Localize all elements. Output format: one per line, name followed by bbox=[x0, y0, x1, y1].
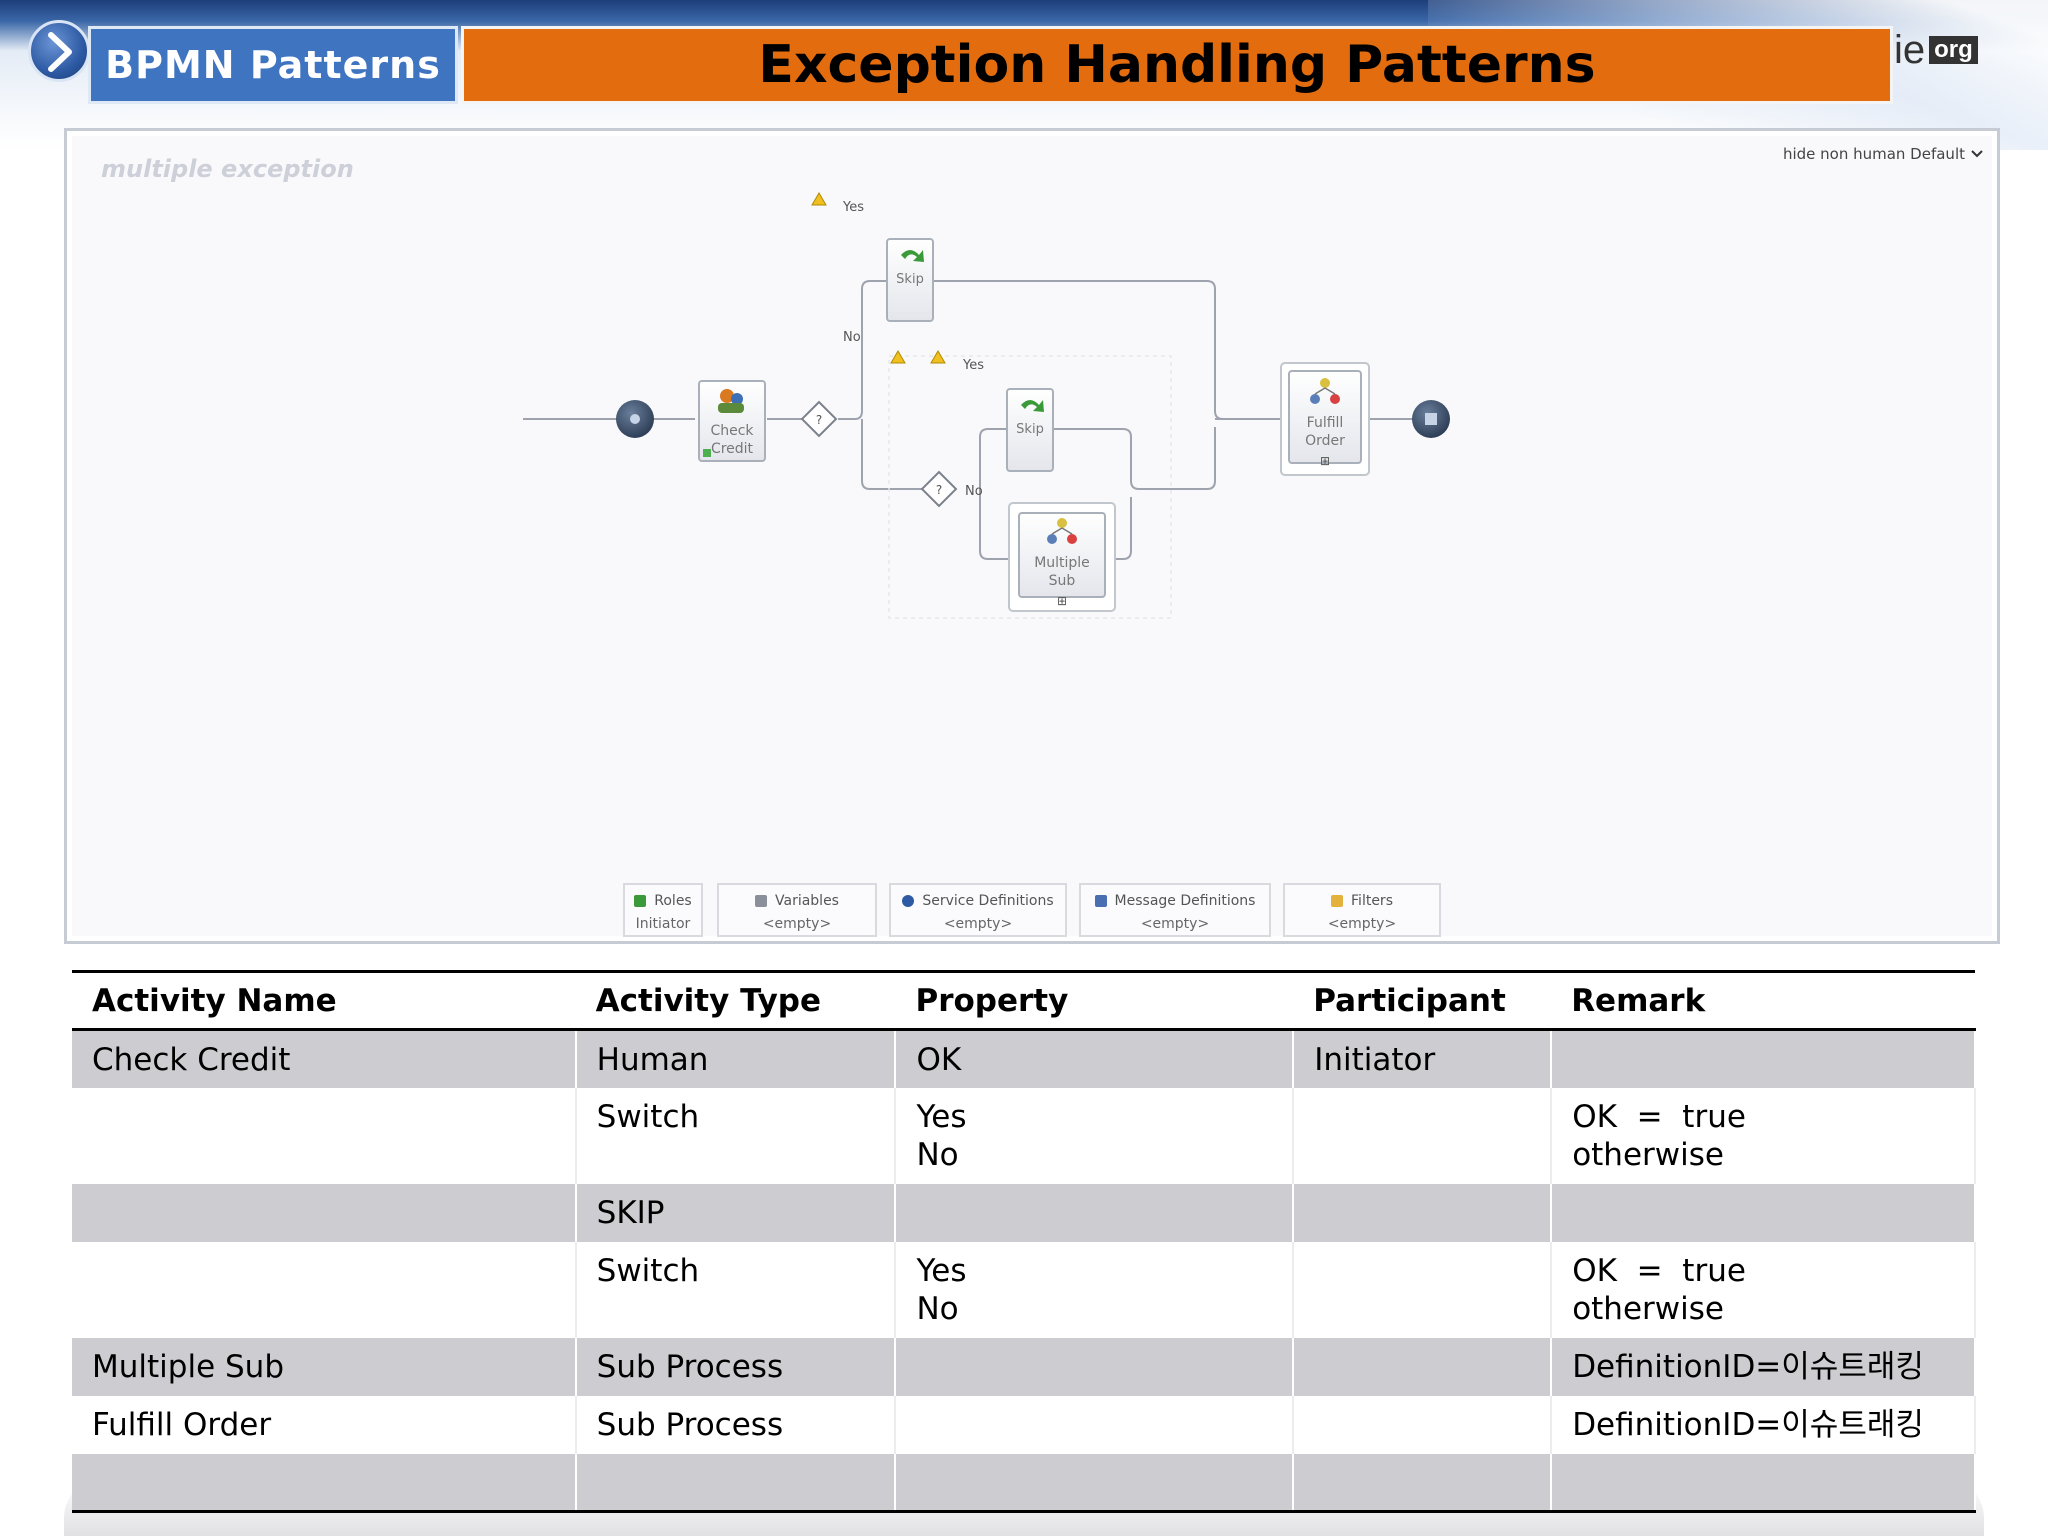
skip-arrow-icon bbox=[1021, 400, 1044, 412]
message-icon bbox=[1094, 895, 1107, 907]
table-row: Fulfill Order Sub Process DefinitionID=이… bbox=[72, 1395, 1976, 1454]
col-header-activity-type: Activity Type bbox=[575, 970, 896, 1031]
gateway-1[interactable]: ? bbox=[800, 400, 838, 438]
logo-badge: org bbox=[1929, 36, 1978, 64]
task-fulfill-order[interactable]: Fulfill Order ⊞ bbox=[1280, 362, 1370, 476]
service-icon bbox=[902, 895, 915, 907]
activity-table: Activity Name Activity Type Property Par… bbox=[72, 970, 1976, 1512]
user-icon bbox=[718, 389, 744, 413]
svg-text:⊞: ⊞ bbox=[1320, 454, 1330, 468]
warning-icon bbox=[811, 192, 827, 206]
process-name: multiple exception bbox=[101, 155, 354, 183]
service-definitions-value: <empty> bbox=[943, 916, 1013, 932]
filter-icon bbox=[1331, 895, 1344, 907]
message-definitions-value: <empty> bbox=[1140, 916, 1210, 932]
end-event[interactable] bbox=[1412, 400, 1450, 438]
process-diagram: Check Credit ? Yes No Skip bbox=[523, 192, 1450, 619]
section-label: BPMN Patterns bbox=[88, 26, 458, 104]
svg-text:Check: Check bbox=[710, 423, 754, 439]
edge-label-no: No bbox=[843, 330, 861, 345]
chevron-right-icon[interactable] bbox=[28, 20, 90, 82]
svg-text:⊞: ⊞ bbox=[1057, 594, 1067, 608]
flow-multi-out bbox=[1105, 497, 1132, 560]
svg-text:Order: Order bbox=[1305, 433, 1345, 449]
svg-text:Skip: Skip bbox=[1016, 422, 1044, 437]
service-definitions-panel[interactable]: Service Definitions <empty> bbox=[889, 883, 1067, 937]
table-row bbox=[72, 1453, 1976, 1512]
flow-skip-top-out bbox=[933, 280, 1224, 420]
edge-label-yes: Yes bbox=[842, 200, 864, 215]
start-event[interactable] bbox=[616, 400, 654, 438]
table-bottom-rule bbox=[72, 1510, 1976, 1513]
table-header-row: Activity Name Activity Type Property Par… bbox=[72, 970, 1975, 1031]
col-header-activity-name: Activity Name bbox=[72, 970, 576, 1031]
filters-panel[interactable]: Filters <empty> bbox=[1283, 883, 1441, 937]
svg-text:Fulfill: Fulfill bbox=[1307, 415, 1344, 431]
svg-text:Multiple: Multiple bbox=[1034, 555, 1090, 571]
process-designer-canvas[interactable]: multiple exception hide non human Defaul… bbox=[64, 128, 2000, 944]
task-multiple-sub[interactable]: Multiple Sub ⊞ bbox=[1008, 502, 1116, 612]
message-definitions-panel[interactable]: Message Definitions <empty> bbox=[1079, 883, 1271, 937]
table-row: Check Credit Human OK Initiator bbox=[72, 1029, 1976, 1088]
table-row: Multiple Sub Sub Process DefinitionID=이슈… bbox=[72, 1337, 1976, 1396]
flow-gw2-no bbox=[979, 489, 1017, 560]
filters-value: <empty> bbox=[1327, 916, 1397, 932]
chevron-down-icon bbox=[1971, 150, 1983, 158]
edge-label-yes: Yes bbox=[962, 358, 984, 373]
task-skip-mid[interactable]: Skip bbox=[1006, 388, 1054, 472]
view-filter-dropdown[interactable]: hide non human Default bbox=[1783, 145, 1983, 163]
variables-panel[interactable]: Variables <empty> bbox=[717, 883, 877, 937]
svg-text:Skip: Skip bbox=[896, 272, 924, 287]
flow-gateway-yes bbox=[838, 280, 887, 420]
variables-value: <empty> bbox=[762, 916, 832, 932]
task-check-credit[interactable]: Check Credit bbox=[698, 380, 766, 462]
warning-icon bbox=[890, 350, 906, 364]
table-row: SKIP bbox=[72, 1183, 1976, 1242]
flow-gateway-no bbox=[861, 419, 942, 490]
col-header-participant: Participant bbox=[1293, 970, 1552, 1031]
col-header-property: Property bbox=[895, 970, 1294, 1031]
svg-text:Credit: Credit bbox=[711, 441, 754, 457]
task-skip-top[interactable]: Skip bbox=[886, 238, 934, 322]
flow-gw2-yes bbox=[979, 428, 1007, 489]
col-header-remark: Remark bbox=[1551, 970, 1975, 1031]
page-title: Exception Handling Patterns bbox=[461, 26, 1893, 104]
edge-label-no: No bbox=[965, 484, 983, 499]
view-filter-label: hide non human Default bbox=[1782, 145, 1965, 163]
subprocess-icon bbox=[1310, 378, 1340, 404]
roles-icon bbox=[634, 895, 647, 907]
svg-text:?: ? bbox=[816, 413, 822, 427]
gateway-2[interactable]: ? bbox=[920, 470, 958, 508]
roles-value: Initiator bbox=[635, 916, 691, 932]
flow-skip-mid-out bbox=[1053, 427, 1216, 490]
variables-icon bbox=[755, 895, 767, 907]
roles-panel[interactable]: Roles Initiator bbox=[623, 883, 703, 937]
logo-text: ie bbox=[1894, 27, 1926, 72]
skip-arrow-icon bbox=[901, 250, 924, 262]
subprocess-icon bbox=[1047, 518, 1077, 544]
svg-text:Sub: Sub bbox=[1049, 573, 1076, 589]
svg-text:?: ? bbox=[936, 483, 942, 497]
logo: ie org bbox=[1894, 27, 1978, 72]
warning-icon bbox=[930, 350, 946, 364]
